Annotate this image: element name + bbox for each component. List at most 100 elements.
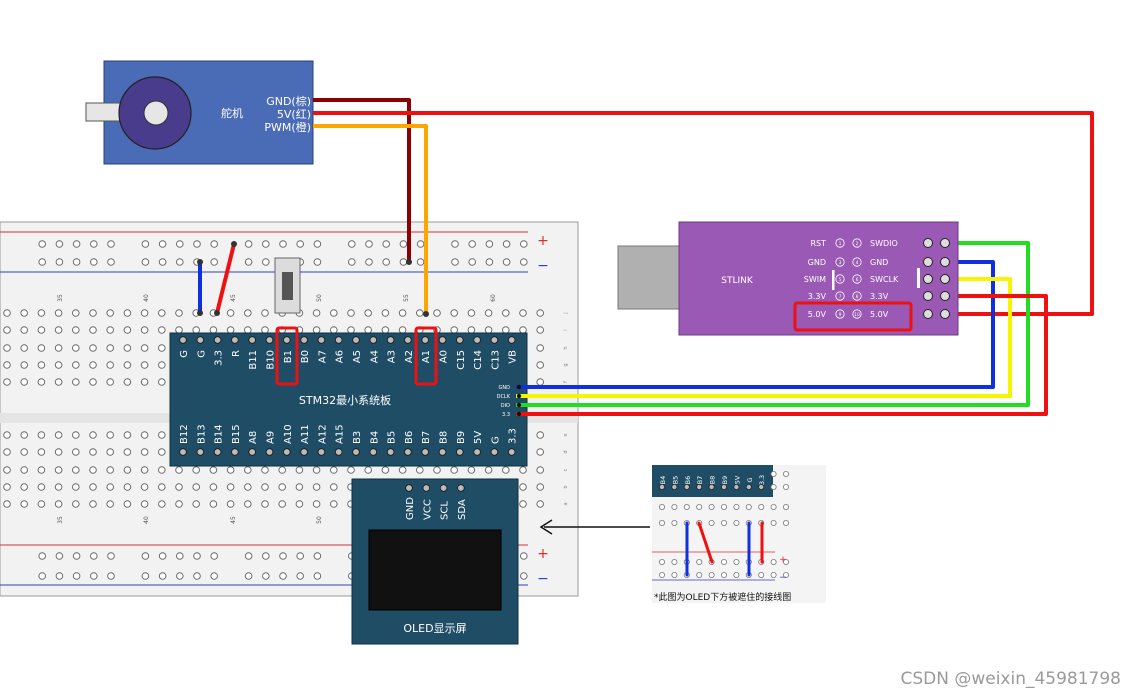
oled-pin-label: SCL (440, 501, 451, 520)
stm32-bottom-pin-label: 5V (473, 431, 484, 444)
wire-swd-yellow (516, 277, 1012, 398)
stm32-bottom-pin-label: B4 (369, 431, 380, 444)
breadboard-hole (158, 448, 166, 456)
breadboard-hole (313, 572, 322, 580)
stm32-pin-hole (386, 336, 395, 344)
breadboard-hole (536, 483, 545, 491)
inset-pin-label: B7 (696, 476, 704, 485)
highlight-b1 (275, 326, 299, 386)
stlink-pin-number: 2 (856, 241, 859, 247)
breadboard-hole (38, 258, 47, 266)
breadboard-hole (37, 500, 46, 508)
breadboard-hole (89, 483, 97, 491)
wire-servo-5v (313, 111, 1094, 316)
breadboard-hole (279, 240, 287, 248)
breadboard-hole (244, 483, 252, 491)
inset-hole (733, 572, 740, 579)
breadboard-hole (140, 326, 149, 334)
breadboard-hole (140, 500, 149, 508)
stlink-pin-number: 8 (856, 294, 859, 300)
breadboard-hole (72, 572, 81, 580)
row-letter: g (563, 363, 569, 366)
breadboard-hole (72, 448, 80, 456)
stlink-pin-number: 1 (839, 241, 842, 247)
inset-pin-label: B8 (709, 476, 717, 485)
breadboard-hole (3, 344, 11, 352)
breadboard-hole (416, 309, 424, 317)
breadboard-hole (90, 552, 98, 560)
breadboard-hole (89, 500, 97, 508)
breadboard-hole (106, 483, 114, 491)
breadboard-hole (399, 240, 408, 248)
inset-pin-label: B6 (684, 476, 692, 485)
stlink-right-label: 5.0V (870, 310, 889, 319)
breadboard-hole (433, 466, 441, 474)
inset-hole (696, 503, 703, 510)
inset-plus: + (779, 555, 787, 565)
inset-hole (696, 559, 703, 566)
breadboard-hole (210, 258, 218, 266)
breadboard-hole (107, 572, 115, 580)
bb-plus-bottom: + (537, 546, 549, 562)
breadboard-hole (175, 309, 183, 317)
breadboard-hole (502, 309, 510, 317)
watermark: CSDN @weixin_45981798 (900, 669, 1121, 689)
stlink-header-pin (940, 291, 950, 301)
inset-hole (770, 520, 777, 527)
row-letter: c (563, 468, 569, 471)
breadboard-hole (313, 258, 322, 266)
breadboard-hole (312, 326, 321, 334)
stlink-right-label: GND (870, 258, 888, 267)
breadboard-hole (20, 326, 29, 334)
stlink-header-pin (923, 309, 933, 319)
stm32-top-pin-label: A3 (387, 350, 398, 363)
breadboard-hole (106, 361, 114, 369)
inset-arrow (539, 519, 650, 535)
stm32-pin-hole (213, 448, 222, 456)
stlink-right-label: SWDIO (870, 239, 898, 248)
breadboard-hole (502, 258, 511, 266)
breadboard-hole (536, 466, 545, 474)
breadboard-hole (107, 258, 115, 266)
breadboard-hole (3, 378, 11, 386)
stm32-side-gnd: GND (499, 385, 511, 391)
breadboard-hole (193, 552, 201, 560)
inset-hole (671, 503, 678, 510)
breadboard-hole (296, 552, 305, 560)
breadboard-hole (536, 361, 545, 369)
stlink-header-pin (923, 238, 933, 248)
breadboard-hole (313, 552, 322, 560)
inset-minus: − (779, 573, 787, 583)
breadboard-hole (244, 309, 252, 317)
stm32-top-pin-label: B1 (283, 350, 294, 363)
stlink-pin-number: 7 (839, 294, 842, 300)
breadboard-hole (347, 466, 355, 474)
stm32-bottom-pin-label: A9 (266, 431, 277, 444)
inset-hole (659, 503, 666, 510)
row-letter: f (563, 381, 569, 383)
breadboard-hole (295, 466, 304, 474)
breadboard-hole (244, 258, 253, 266)
inset-hole (770, 572, 777, 579)
stm32-pin-hole (455, 448, 464, 456)
stm32-side-dio: DIO (501, 403, 510, 409)
inset-hole (783, 503, 790, 510)
inset-hole (659, 520, 666, 527)
stm32-bottom-pin-label: B12 (179, 424, 190, 444)
breadboard-hole (72, 309, 80, 317)
servo-pin-gnd: GND(棕) (266, 94, 311, 108)
stlink-pin-marker (835, 274, 845, 284)
breadboard-hole (37, 344, 46, 352)
stm32-bottom-pin-label: B15 (231, 424, 242, 444)
breadboard-hole (158, 572, 167, 580)
breadboard-hole (72, 378, 80, 386)
stm32-pin-hole (248, 448, 257, 456)
breadboard-hole (106, 326, 114, 334)
inset-pin-label: 3.3 (758, 475, 766, 485)
breadboard-hole (467, 466, 476, 474)
breadboard-hole (55, 552, 64, 560)
row-letter: e (563, 433, 569, 436)
stm32-top-pin-label: A6 (335, 350, 346, 363)
breadboard-hole (3, 361, 11, 369)
